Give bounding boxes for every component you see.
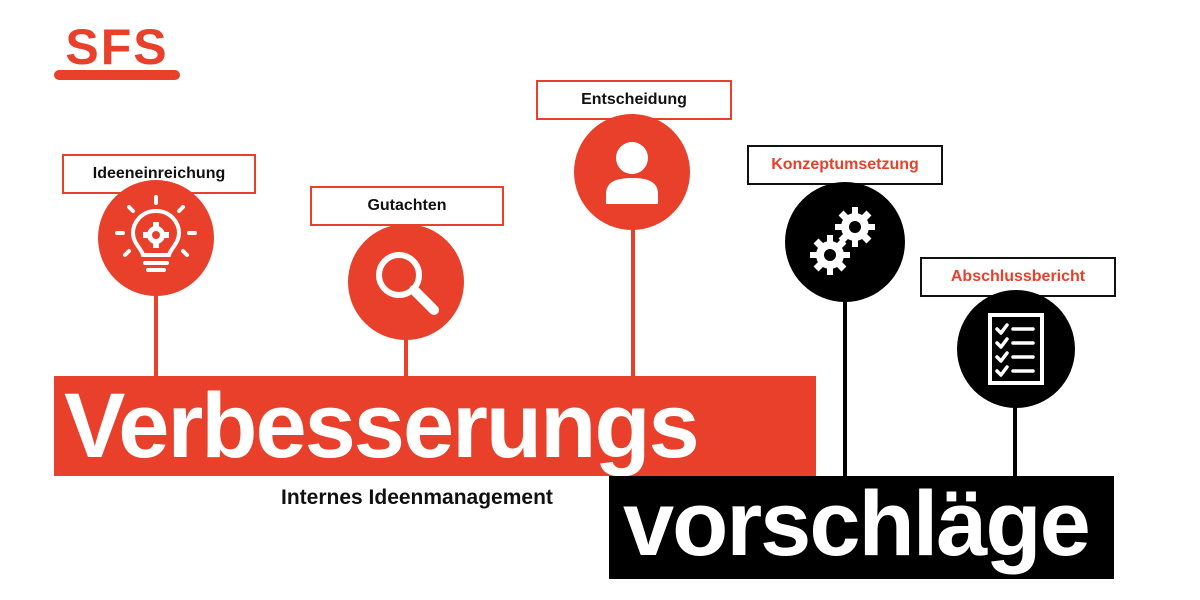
step-circle-abschlussbericht: [957, 290, 1075, 408]
headline-bar-red: Verbesserungs: [54, 375, 816, 477]
stem-line: [154, 288, 158, 378]
person-icon: [606, 142, 658, 204]
gears-icon: [810, 207, 875, 275]
step-circle-gutachten: [348, 224, 464, 340]
headline-line1: Verbesserungs: [64, 375, 700, 477]
logo-text: SFS: [65, 19, 168, 75]
headline-line2: vorschläge: [623, 473, 1091, 575]
stem-line: [631, 225, 635, 378]
step-label-konzeptumsetzung: Konzeptumsetzung: [747, 145, 943, 185]
step-circle-ideeneinreichung: [98, 180, 214, 296]
headline-subtitle: Internes Ideenmanagement: [281, 486, 553, 509]
stem-line: [404, 330, 408, 378]
step-circle-entscheidung: [574, 114, 690, 230]
stem-line: [843, 296, 847, 478]
sfs-logo: SFS: [54, 18, 180, 84]
lightbulb-gear-icon: [115, 195, 197, 272]
step-label-gutachten: Gutachten: [310, 186, 504, 226]
checklist-icon: [988, 313, 1044, 385]
headline-bar-black: vorschläge: [609, 473, 1114, 579]
magnifier-icon: [376, 252, 439, 315]
stem-line: [1013, 405, 1017, 478]
step-circle-konzeptumsetzung: [785, 182, 905, 302]
